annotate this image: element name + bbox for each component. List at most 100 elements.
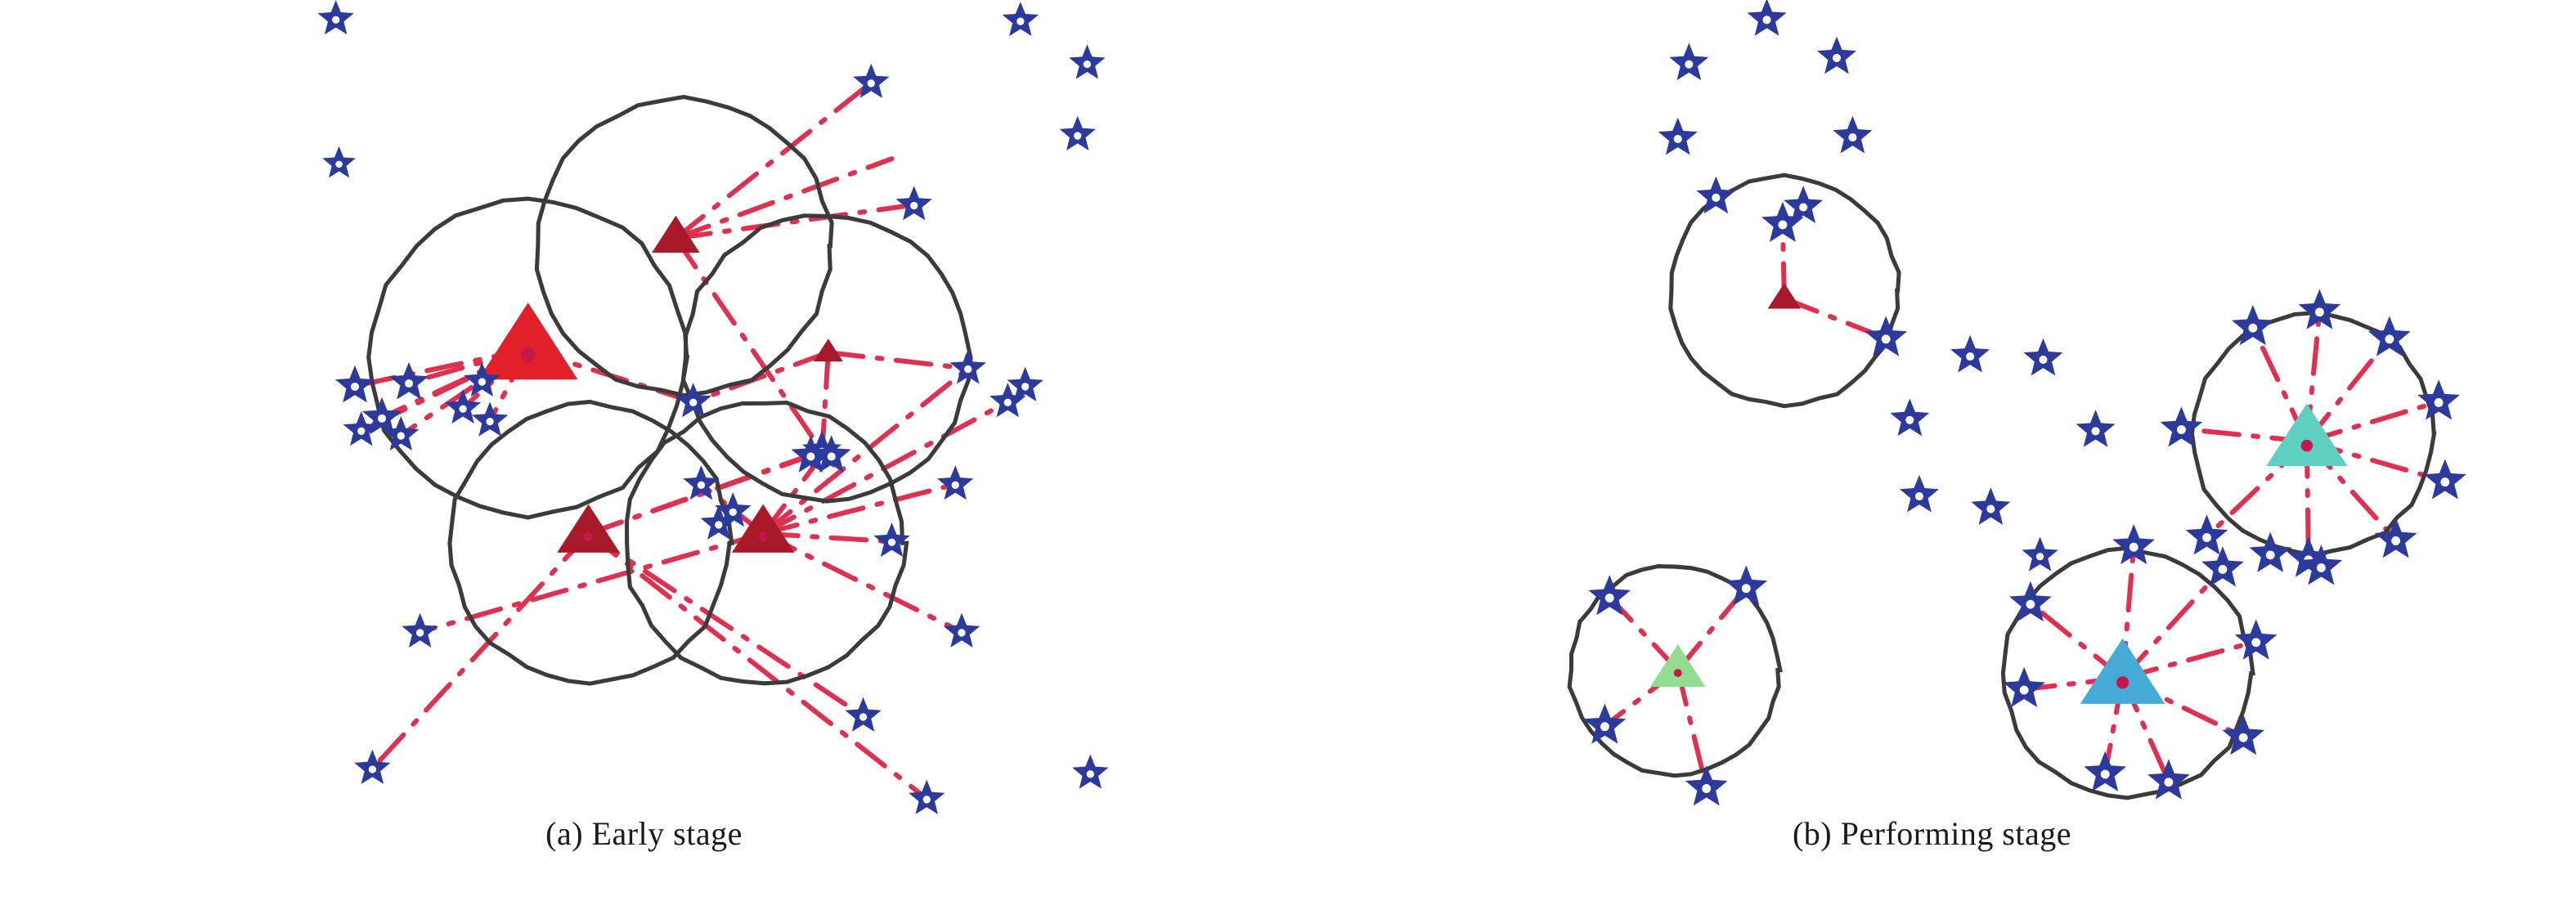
star-center — [1914, 491, 1924, 501]
leader-center-dot — [583, 531, 594, 542]
leader-triangle — [652, 215, 700, 253]
cluster-circle — [2000, 545, 2255, 800]
star-marker — [1865, 316, 1908, 356]
star-marker — [845, 697, 882, 732]
link-line — [673, 235, 825, 454]
star-center — [958, 629, 966, 637]
star-marker — [2417, 379, 2460, 420]
star-center — [806, 452, 815, 461]
star-center — [377, 414, 387, 423]
link-line — [586, 531, 930, 801]
star-marker — [1784, 186, 1824, 223]
star-marker — [675, 383, 711, 418]
leader-triangle — [478, 303, 578, 380]
leader-center-dot — [758, 531, 768, 542]
star-center — [827, 452, 836, 461]
star-marker — [853, 63, 890, 98]
star-marker — [1059, 115, 1096, 150]
star-center — [2129, 542, 2138, 552]
star-center — [2218, 564, 2228, 574]
star-marker — [1588, 575, 1631, 616]
link-line — [690, 350, 831, 405]
star-marker — [444, 388, 482, 424]
star-center — [715, 521, 723, 529]
star-marker — [2112, 523, 2156, 565]
star-center — [1966, 352, 1975, 361]
star-marker — [2084, 751, 2127, 791]
star-center — [2100, 769, 2110, 779]
star-marker — [1669, 43, 1709, 81]
cluster-circle — [624, 400, 909, 686]
leader-layer — [478, 215, 843, 553]
star-marker — [1007, 366, 1043, 401]
link-line — [673, 79, 874, 241]
link-line — [370, 531, 591, 772]
star-marker — [943, 612, 981, 648]
star-marker — [2222, 715, 2265, 755]
star-center — [2035, 553, 2044, 561]
star-marker — [1072, 754, 1109, 789]
cluster-circle — [534, 94, 834, 398]
link-line — [825, 350, 971, 371]
star-marker — [1685, 765, 1728, 806]
star-marker — [389, 361, 429, 400]
star-marker — [2009, 580, 2052, 622]
cluster-circle — [447, 399, 734, 686]
star-center — [1685, 60, 1694, 69]
star-center — [951, 481, 959, 489]
star-marker — [402, 612, 438, 648]
star-center — [1003, 398, 1012, 406]
star-center — [2026, 599, 2035, 609]
leader-triangle — [2080, 638, 2165, 704]
cluster-circle — [680, 213, 973, 504]
star-marker — [317, 0, 354, 35]
star-center — [335, 160, 343, 168]
star-center — [1016, 17, 1025, 25]
star-marker — [2234, 619, 2278, 660]
star-center — [729, 508, 737, 517]
star-center — [2202, 533, 2211, 543]
star-center — [1021, 383, 1030, 391]
leader-center-dot — [2116, 676, 2129, 689]
link-line — [761, 531, 964, 635]
star-center — [964, 365, 972, 374]
star-marker — [1890, 398, 1930, 437]
cluster-circle-layer — [366, 94, 973, 686]
star-marker — [334, 365, 375, 403]
star-center — [2039, 355, 2048, 365]
star-marker — [909, 779, 945, 814]
link-line — [586, 531, 866, 719]
early-stage-diagram — [317, 0, 1109, 814]
leader-center-dot — [2300, 439, 2313, 452]
star-center — [357, 427, 366, 435]
cluster-circle — [366, 196, 690, 520]
star-marker — [2231, 304, 2274, 346]
star-marker — [383, 415, 420, 451]
star-marker — [1658, 117, 1698, 155]
star-marker — [343, 411, 379, 446]
star-center — [1702, 784, 1712, 793]
star-center — [1086, 770, 1094, 778]
star-marker — [2003, 666, 2046, 707]
star-center — [1832, 53, 1842, 62]
star-center — [1741, 584, 1751, 594]
star-center — [1799, 203, 1808, 212]
star-center — [1986, 504, 1995, 513]
link-line — [586, 453, 814, 536]
link-line — [2304, 399, 2442, 444]
leader-triangle — [1649, 643, 1706, 688]
star-marker — [791, 435, 831, 473]
star-marker — [2298, 289, 2341, 329]
star-marker — [811, 435, 851, 473]
star-layer — [317, 0, 1109, 814]
star-center — [2265, 550, 2275, 560]
star-marker — [2022, 536, 2058, 572]
cluster-circle — [1668, 173, 1901, 409]
star-marker — [1747, 0, 1787, 36]
star-center — [459, 405, 467, 413]
link-layer — [1602, 221, 2448, 791]
star-center — [478, 378, 487, 386]
leader-triangle — [2266, 403, 2348, 467]
star-center — [2238, 733, 2248, 742]
star-marker — [873, 522, 910, 558]
